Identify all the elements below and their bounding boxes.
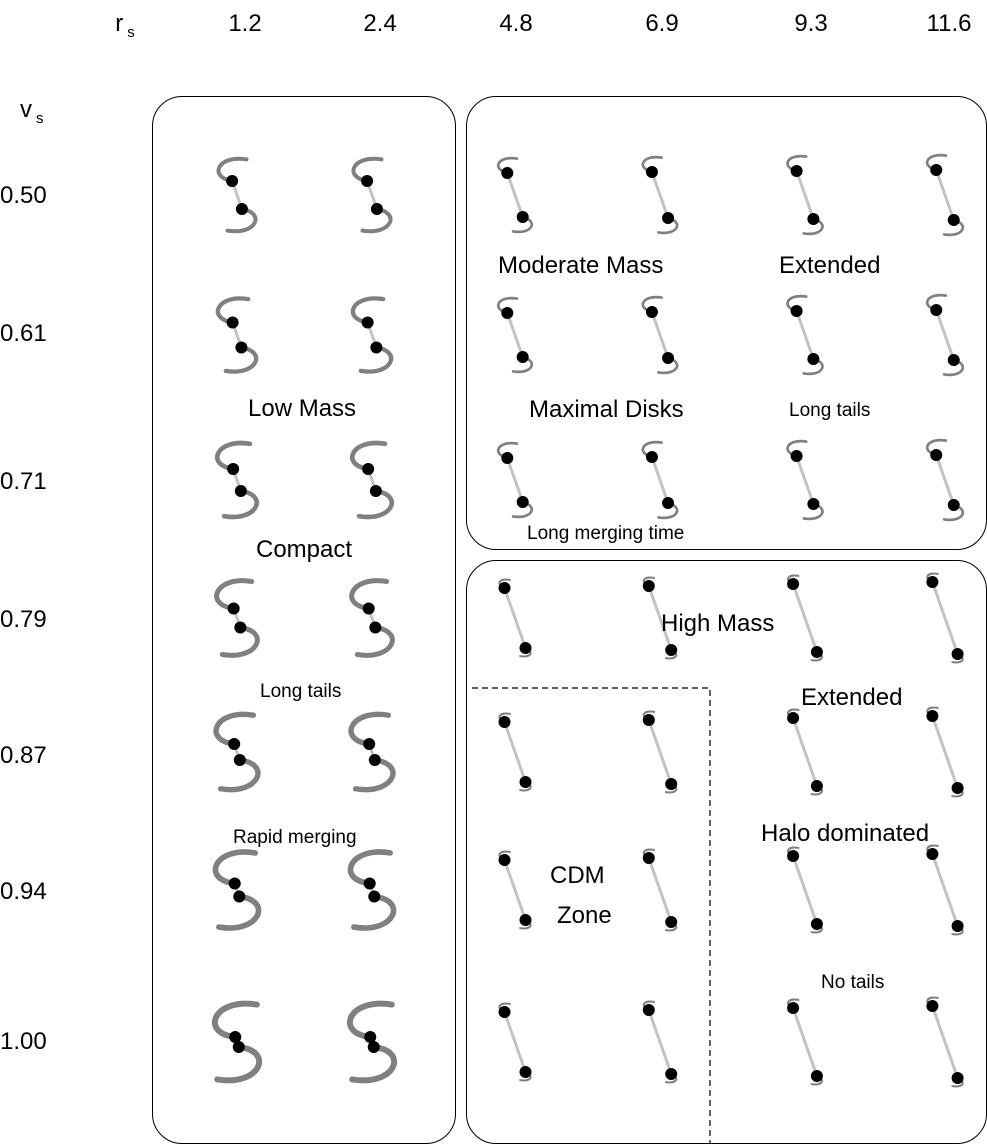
annotation-cdm-zone-line1: CDM [550, 862, 605, 889]
merger-thumbnail [350, 440, 394, 520]
column-header: 9.3 [794, 10, 828, 37]
merger-thumbnail [496, 441, 534, 519]
row-label: 0.87 [0, 742, 47, 769]
annotation-compact: Compact [256, 536, 353, 563]
annotation-extended-bottom: Extended [801, 684, 903, 711]
merger-thumbnail [496, 156, 534, 234]
merger-thumbnail [641, 295, 679, 375]
annotation-long-merging-time: Long merging time [527, 523, 685, 544]
merger-thumbnail [498, 712, 532, 792]
column-header: 2.4 [363, 10, 397, 37]
merger-thumbnail [787, 998, 823, 1086]
merger-thumbnail [786, 294, 824, 376]
merger-thumbnail [926, 572, 964, 664]
merger-thumbnail [498, 578, 532, 658]
row-label: 0.94 [0, 878, 47, 905]
annotation-moderate-mass: Moderate Mass [498, 252, 664, 279]
merger-thumbnail [349, 578, 395, 658]
merger-thumbnail [786, 439, 824, 521]
merger-thumbnail [496, 296, 534, 374]
merger-thumbnail [787, 574, 823, 662]
merger-thumbnail [347, 849, 397, 931]
annotation-maximal-disks: Maximal Disks [529, 396, 684, 423]
merger-thumbnail [641, 440, 679, 520]
row-label: 0.61 [0, 320, 47, 347]
merger-thumbnail [641, 155, 679, 235]
merger-thumbnail [348, 711, 396, 793]
row-label: 1.00 [0, 1028, 47, 1055]
annotation-high-mass: High Mass [661, 610, 775, 637]
column-header: 6.9 [645, 10, 679, 37]
merger-thumbnail [925, 438, 965, 522]
annotation-extended-top: Extended [779, 252, 881, 279]
row-label: 0.79 [0, 606, 47, 633]
merger-thumbnail [498, 1002, 532, 1082]
row-label: 0.50 [0, 182, 47, 209]
column-header: 4.8 [499, 10, 533, 37]
merger-thumbnail [642, 576, 678, 660]
column-header: 1.2 [228, 10, 262, 37]
merger-thumbnail [213, 711, 261, 793]
merger-thumbnail [642, 1000, 678, 1084]
annotation-no-tails: No tails [821, 972, 885, 993]
merger-thumbnail [346, 1000, 398, 1084]
merger-thumbnail [786, 154, 824, 236]
annotation-halo-dominated: Halo dominated [761, 820, 930, 847]
row-label: 0.71 [0, 468, 47, 495]
merger-thumbnail [642, 710, 678, 794]
merger-thumbnail [215, 440, 259, 520]
merger-thumbnail [926, 706, 964, 798]
merger-thumbnail [350, 296, 394, 374]
merger-thumbnail [212, 849, 262, 931]
annotation-long-tails-left: Long tails [260, 681, 342, 702]
merger-thumbnail [215, 296, 259, 374]
annotation-rapid-merging: Rapid merging [233, 827, 357, 848]
annotation-long-tails-right: Long tails [789, 400, 871, 421]
merger-thumbnail [926, 996, 964, 1088]
annotation-low-mass: Low Mass [248, 395, 357, 422]
merger-thumbnail [925, 293, 965, 377]
merger-thumbnail [787, 708, 823, 796]
merger-thumbnail [787, 846, 823, 934]
merger-thumbnail [925, 153, 965, 237]
column-header: 11.6 [926, 10, 972, 37]
merger-thumbnail [926, 844, 964, 936]
merger-thumbnail [498, 850, 532, 930]
merger-thumbnail [214, 578, 260, 658]
merger-thumbnail [216, 156, 258, 234]
merger-thumbnail [351, 156, 393, 234]
merger-thumbnail [211, 1000, 263, 1084]
merger-thumbnail [642, 848, 678, 932]
annotation-cdm-zone-line2: Zone [557, 902, 612, 929]
